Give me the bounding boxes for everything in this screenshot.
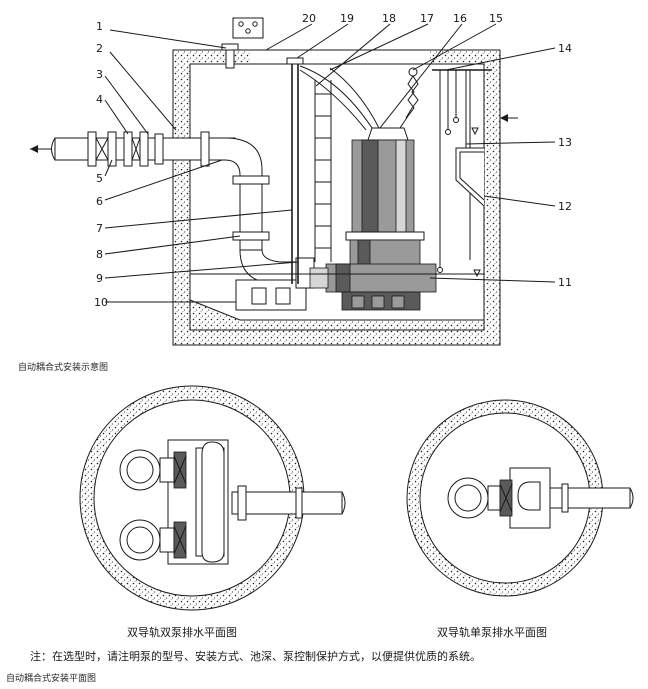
callout-5: 5 — [96, 172, 103, 185]
double-plan-outlet-pipe — [231, 491, 343, 515]
level-controls — [432, 69, 518, 278]
single-pump-plan: 双导轨单泵排水平面图 — [406, 399, 634, 639]
ladder — [314, 80, 332, 262]
callout-leaders — [104, 23, 556, 303]
callout-2: 2 — [96, 42, 103, 55]
vent-pipe — [225, 47, 235, 69]
callout-13: 13 — [558, 136, 572, 149]
callout-7: 7 — [96, 222, 103, 235]
single-pump-plan-caption: 双导轨单泵排水平面图 — [437, 625, 547, 639]
power-cable — [299, 65, 373, 129]
callout-6: 6 — [96, 195, 103, 208]
callout-20: 20 — [302, 12, 316, 25]
selection-note: 注：在选型时，请注明泵的型号、安装方式、池深、泵控制保护方式，以便提供优质的系统… — [30, 649, 481, 663]
callout-8: 8 — [96, 248, 103, 261]
callout-19: 19 — [340, 12, 354, 25]
callout-15: 15 — [489, 12, 503, 25]
callout-10: 10 — [94, 296, 108, 309]
double-plan-pump-2 — [119, 519, 187, 561]
callout-11: 11 — [558, 276, 572, 289]
single-plan-pump — [447, 477, 513, 519]
concrete-pit-wall — [172, 49, 501, 346]
callout-9: 9 — [96, 272, 103, 285]
callout-17: 17 — [420, 12, 434, 25]
pit-bottom-slope — [189, 299, 485, 331]
discharge-pipe — [30, 131, 299, 285]
control-box — [232, 17, 264, 39]
coupling-base — [235, 257, 315, 311]
callout-3: 3 — [96, 68, 103, 81]
plan-view-caption: 自动耦合式安装平面图 — [6, 672, 96, 684]
callout-14: 14 — [558, 42, 572, 55]
section-view-caption: 自动耦合式安装示意图 — [18, 361, 108, 373]
callout-18: 18 — [382, 12, 396, 25]
callout-4: 4 — [96, 93, 103, 106]
callout-1: 1 — [96, 20, 103, 33]
callout-12: 12 — [558, 200, 572, 213]
double-pump-plan-caption: 双导轨双泵排水平面图 — [127, 625, 237, 639]
section-view: 1 2 3 4 5 6 7 8 9 10 11 12 13 14 15 16 1… — [18, 12, 572, 373]
callout-16: 16 — [453, 12, 467, 25]
lifting-chain — [399, 67, 419, 129]
guide-rails — [286, 57, 304, 284]
submersible-pump — [309, 127, 437, 311]
double-pump-plan: 双导轨双泵排水平面图 — [79, 385, 346, 639]
double-plan-pump-1 — [119, 449, 187, 491]
